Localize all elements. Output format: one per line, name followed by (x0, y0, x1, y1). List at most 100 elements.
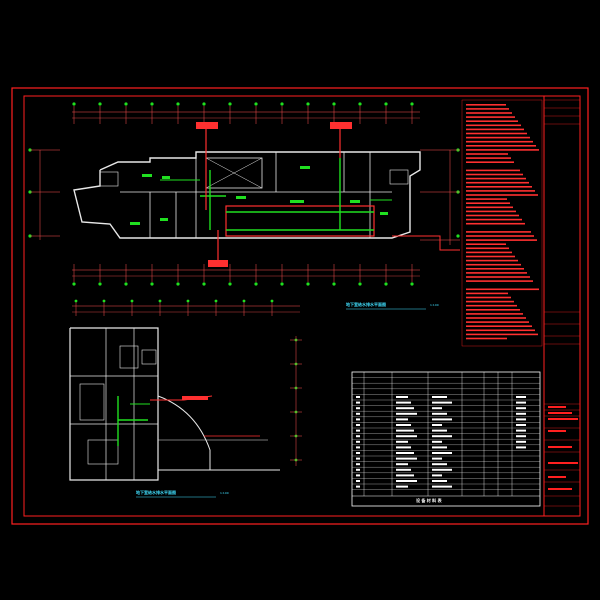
note-line (466, 313, 523, 315)
lower-floor-plan: 地下室给水排水平面图 1:100 (69, 299, 302, 498)
axis-bubble (306, 102, 310, 106)
table-cell-text (356, 468, 360, 471)
table-cell-text (356, 485, 360, 488)
axis-bubble (456, 234, 460, 238)
table-cell-text (356, 452, 360, 454)
table-cell-text (432, 457, 442, 460)
note-line (466, 173, 523, 176)
table-cell-text (396, 418, 408, 421)
upper-plan-walls (73, 151, 421, 239)
axis-bubble (306, 282, 310, 286)
note-line (466, 210, 516, 213)
table-cell-text (432, 463, 447, 466)
table-cell-text (516, 429, 526, 432)
equipment-table-grid (352, 372, 540, 497)
upper-floor-plan: 地下室给水排水平面图 1:100 (28, 102, 460, 310)
table-cell-text (432, 474, 442, 477)
table-cell-text (396, 474, 414, 477)
axis-bubble (202, 102, 206, 106)
table-cell-text (356, 474, 360, 477)
riser-tag-top-right (330, 122, 352, 129)
table-cell-text (432, 396, 447, 398)
table-cell-text (432, 468, 452, 471)
axis-bubble (228, 282, 232, 286)
note-line (466, 108, 509, 110)
table-cell-text (432, 485, 452, 488)
upper-plan-axis-right (420, 149, 460, 245)
note-line (466, 181, 529, 184)
axis-bubble (214, 299, 218, 303)
note-line (466, 235, 534, 237)
riser-tag-top-left (196, 122, 218, 129)
table-cell-text (356, 457, 360, 460)
table-cell-text (432, 412, 447, 415)
table-cell-text (356, 407, 360, 410)
table-cell-text (396, 407, 414, 410)
table-cell-text (432, 429, 447, 432)
equipment-table-title: 设 备 材 料 表 (416, 497, 442, 503)
riser-tag-bottom (208, 260, 228, 267)
table-cell-text (516, 418, 526, 421)
note-line (466, 128, 524, 131)
upper-plan-axis-ticks (28, 102, 460, 286)
note-line (466, 190, 535, 192)
table-cell-text (432, 407, 442, 410)
table-cell-text (356, 429, 360, 432)
table-cell-text (396, 412, 417, 415)
table-cell-text (356, 418, 360, 421)
note-line (466, 321, 529, 323)
table-cell-text (516, 407, 526, 410)
axis-bubble (124, 102, 128, 106)
axis-bubble (176, 102, 180, 106)
axis-bubble (130, 299, 134, 303)
table-cell-text (356, 440, 360, 443)
axis-bubble (280, 102, 284, 106)
table-cell-text (432, 440, 442, 443)
note-line (466, 296, 511, 299)
table-cell-text (432, 401, 452, 404)
note-line (466, 337, 507, 340)
inner-frame (23, 95, 581, 517)
note-line (466, 149, 539, 151)
table-cell-text (516, 440, 526, 443)
title-block-rows (544, 99, 580, 507)
note-line (466, 161, 514, 163)
axis-bubble (150, 102, 154, 106)
note-line (466, 325, 532, 327)
equipment-table-frame (351, 371, 541, 507)
table-cell-text (396, 446, 411, 449)
note-line (466, 136, 530, 139)
table-cell-text (356, 480, 360, 482)
table-cell-text (356, 435, 360, 438)
axis-bubble (384, 282, 388, 286)
axis-bubble (410, 102, 414, 106)
upper-plan-pipes (160, 126, 460, 262)
table-cell-text (516, 435, 526, 438)
note-line (466, 104, 506, 106)
upper-plan-axis-top (72, 111, 420, 277)
note-line (466, 140, 533, 143)
note-line (466, 243, 506, 245)
axis-bubble (98, 102, 102, 106)
note-line (466, 145, 536, 147)
table-cell-text (356, 396, 360, 398)
note-line (466, 317, 526, 319)
note-line (466, 132, 527, 135)
note-line (466, 177, 526, 180)
note-line (466, 198, 507, 200)
axis-bubble (98, 282, 102, 286)
note-line (466, 239, 537, 241)
lower-plan-pipes (117, 395, 260, 446)
note-line (466, 255, 515, 258)
table-cell-text (432, 424, 442, 426)
table-cell-text (432, 435, 452, 438)
upper-plan-title: 地下室给水排水平面图 (346, 301, 386, 307)
axis-bubble (102, 299, 106, 303)
title-block-text (548, 430, 566, 432)
lower-plan-walls (69, 327, 280, 481)
axis-bubble (254, 282, 258, 286)
title-block-text (548, 412, 572, 414)
note-line (466, 329, 535, 332)
note-line (466, 333, 538, 336)
note-line (466, 231, 531, 233)
